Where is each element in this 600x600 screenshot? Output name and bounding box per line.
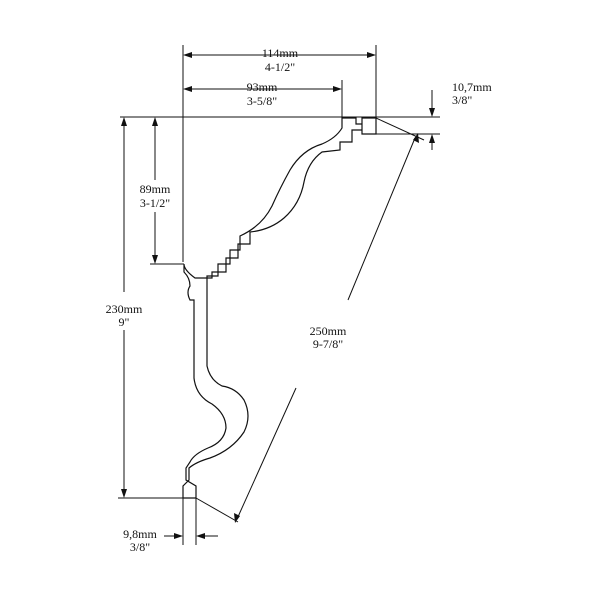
bottom-offset-metric: 9,8mm	[123, 527, 157, 541]
dimension-bottom-offset: 9,8mm 3/8"	[123, 498, 218, 554]
total-height-metric: 230mm	[106, 302, 143, 316]
dimension-upper-height: 89mm 3-1/2"	[140, 117, 184, 265]
total-height-imperial: 9"	[119, 315, 130, 329]
dimension-total-height: 230mm 9"	[106, 117, 184, 499]
width-top-imperial: 4-1/2"	[265, 60, 295, 74]
width-inner-metric: 93mm	[247, 80, 278, 94]
dimension-width-top: 114mm 4-1/2"	[182, 45, 377, 262]
top-offset-metric: 10,7mm	[452, 80, 492, 94]
moulding-profile	[182, 117, 377, 499]
dimension-width-inner: 93mm 3-5/8"	[183, 80, 343, 118]
top-offset-imperial: 3/8"	[452, 93, 472, 107]
diagonal-metric: 250mm	[310, 324, 347, 338]
bottom-offset-imperial: 3/8"	[130, 540, 150, 554]
dimension-diagonal: 250mm 9-7/8"	[195, 117, 425, 523]
upper-height-metric: 89mm	[140, 182, 171, 196]
width-top-metric: 114mm	[262, 46, 299, 60]
dimension-top-offset: 10,7mm 3/8"	[120, 80, 492, 150]
upper-height-imperial: 3-1/2"	[140, 196, 170, 210]
width-inner-imperial: 3-5/8"	[247, 94, 277, 108]
diagonal-imperial: 9-7/8"	[313, 337, 343, 351]
